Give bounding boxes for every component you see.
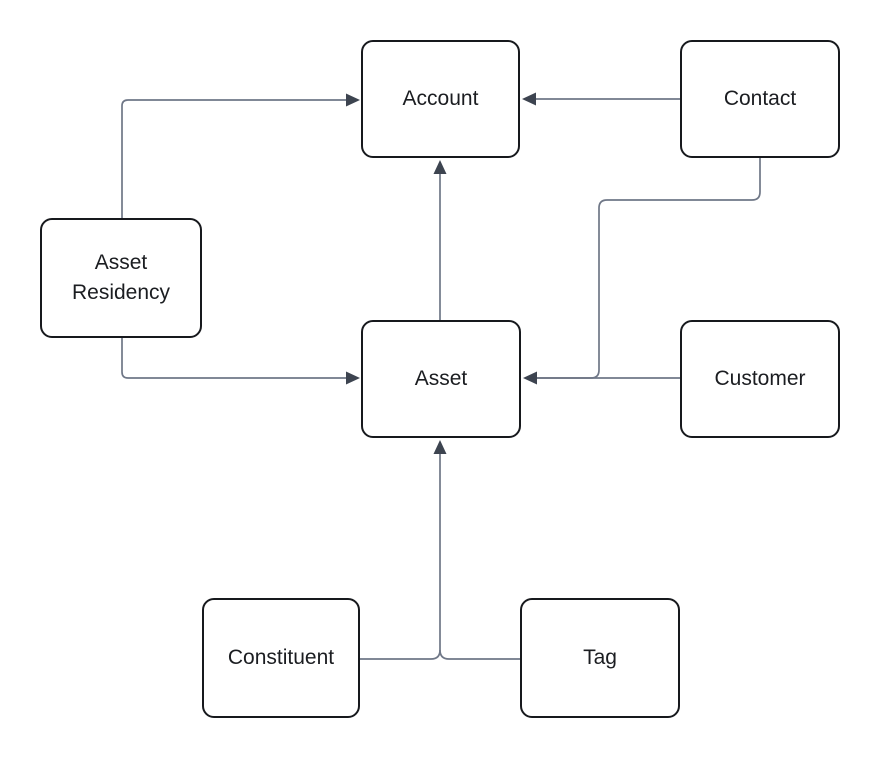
arrowhead — [522, 92, 536, 106]
edge-tag-asset — [439, 649, 520, 660]
node-asset-residency[interactable]: Asset Residency — [40, 218, 202, 338]
node-customer-label: Customer — [714, 367, 806, 390]
edge-constituent-asset — [360, 454, 441, 660]
arrowhead — [523, 371, 537, 385]
edge-asset-residency-account — [121, 99, 347, 218]
node-asset[interactable]: Asset — [361, 320, 521, 438]
arrowhead — [433, 440, 447, 454]
node-account-label: Account — [402, 87, 479, 110]
node-contact[interactable]: Contact — [680, 40, 840, 158]
edge-asset-residency-asset — [121, 338, 347, 379]
node-customer[interactable]: Customer — [680, 320, 840, 438]
node-account[interactable]: Account — [361, 40, 520, 158]
node-asset-label: Asset — [414, 367, 468, 390]
arrowhead — [346, 93, 360, 107]
node-constituent-label: Constituent — [227, 646, 335, 669]
arrowhead — [346, 371, 360, 385]
node-contact-label: Contact — [723, 87, 797, 110]
node-tag-label: Tag — [583, 646, 617, 669]
node-tag[interactable]: Tag — [520, 598, 680, 718]
node-asset-residency-label: Asset Residency — [71, 251, 171, 304]
node-constituent[interactable]: Constituent — [202, 598, 360, 718]
arrowhead — [433, 160, 447, 174]
